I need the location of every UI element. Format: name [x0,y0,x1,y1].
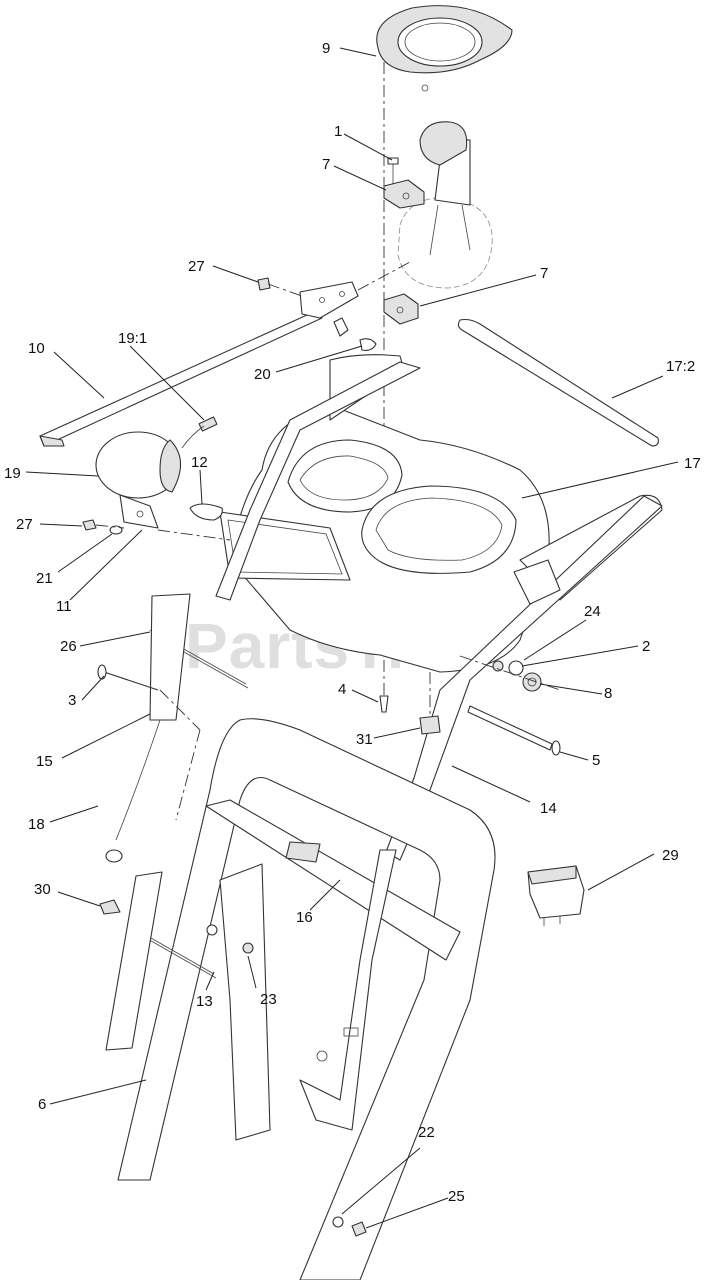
callout-13: 13 [196,993,213,1010]
callout-7-upper: 7 [322,156,330,173]
callout-5: 5 [592,752,600,769]
callout-27-lower: 27 [16,516,33,533]
callout-29: 29 [662,847,679,864]
callout-26: 26 [60,638,77,655]
callout-14: 14 [540,800,557,817]
bracket-part-lower [383,293,419,325]
clip-pin-part [333,317,377,351]
callout-10: 10 [28,340,45,357]
callout-21: 21 [36,570,53,587]
trim-strip-part [457,318,659,447]
callout-30: 30 [34,881,51,898]
callout-4: 4 [338,681,346,698]
leader-lines [25,47,679,1229]
callout-22: 22 [418,1124,435,1141]
callout-15: 15 [36,753,53,770]
bracket-part-upper [383,179,425,209]
callout-6: 6 [38,1096,46,1113]
callout-12: 12 [191,454,208,471]
callout-1: 1 [334,123,342,140]
callout-19-1: 19:1 [118,330,147,347]
callout-8: 8 [604,685,612,702]
chute-rod-part [39,309,323,447]
callout-labels: 9 1 7 27 7 10 19:1 20 17:2 19 12 17 27 2… [4,40,701,1205]
handle-knob-stack [459,655,561,692]
callout-9: 9 [322,40,330,57]
callout-20: 20 [254,366,271,383]
wire-clip-part [189,503,223,521]
callout-16: 16 [296,909,313,926]
side-bracket-left [206,863,271,1141]
callout-2: 2 [642,638,650,655]
side-bracket-right [299,849,397,1131]
lower-handle-frame [117,718,496,1280]
chute-control-housing [397,121,493,289]
rod-mount-plate [257,261,411,319]
screw-and-clip [379,672,441,735]
light-connector [181,416,218,449]
callout-23: 23 [260,991,277,1008]
callout-25: 25 [448,1188,465,1205]
callout-31: 31 [356,731,373,748]
callout-27-upper: 27 [188,258,205,275]
callout-11: 11 [56,598,72,615]
lower-fasteners [332,1216,367,1237]
callout-17: 17 [684,455,701,472]
headlight-part [95,431,182,529]
console-bezel-part [376,5,513,92]
callout-18: 18 [28,816,45,833]
callout-3: 3 [68,692,76,709]
light-nut-washer [82,519,231,541]
lower-shield-part [105,871,163,1051]
callout-17-2: 17:2 [666,358,695,375]
rocker-switch-part [527,865,585,926]
callout-7-lower: 7 [540,265,548,282]
handle-bolt-part [467,705,561,756]
callout-19: 19 [4,465,21,482]
cable-and-harness [97,593,249,863]
callout-24: 24 [584,603,601,620]
